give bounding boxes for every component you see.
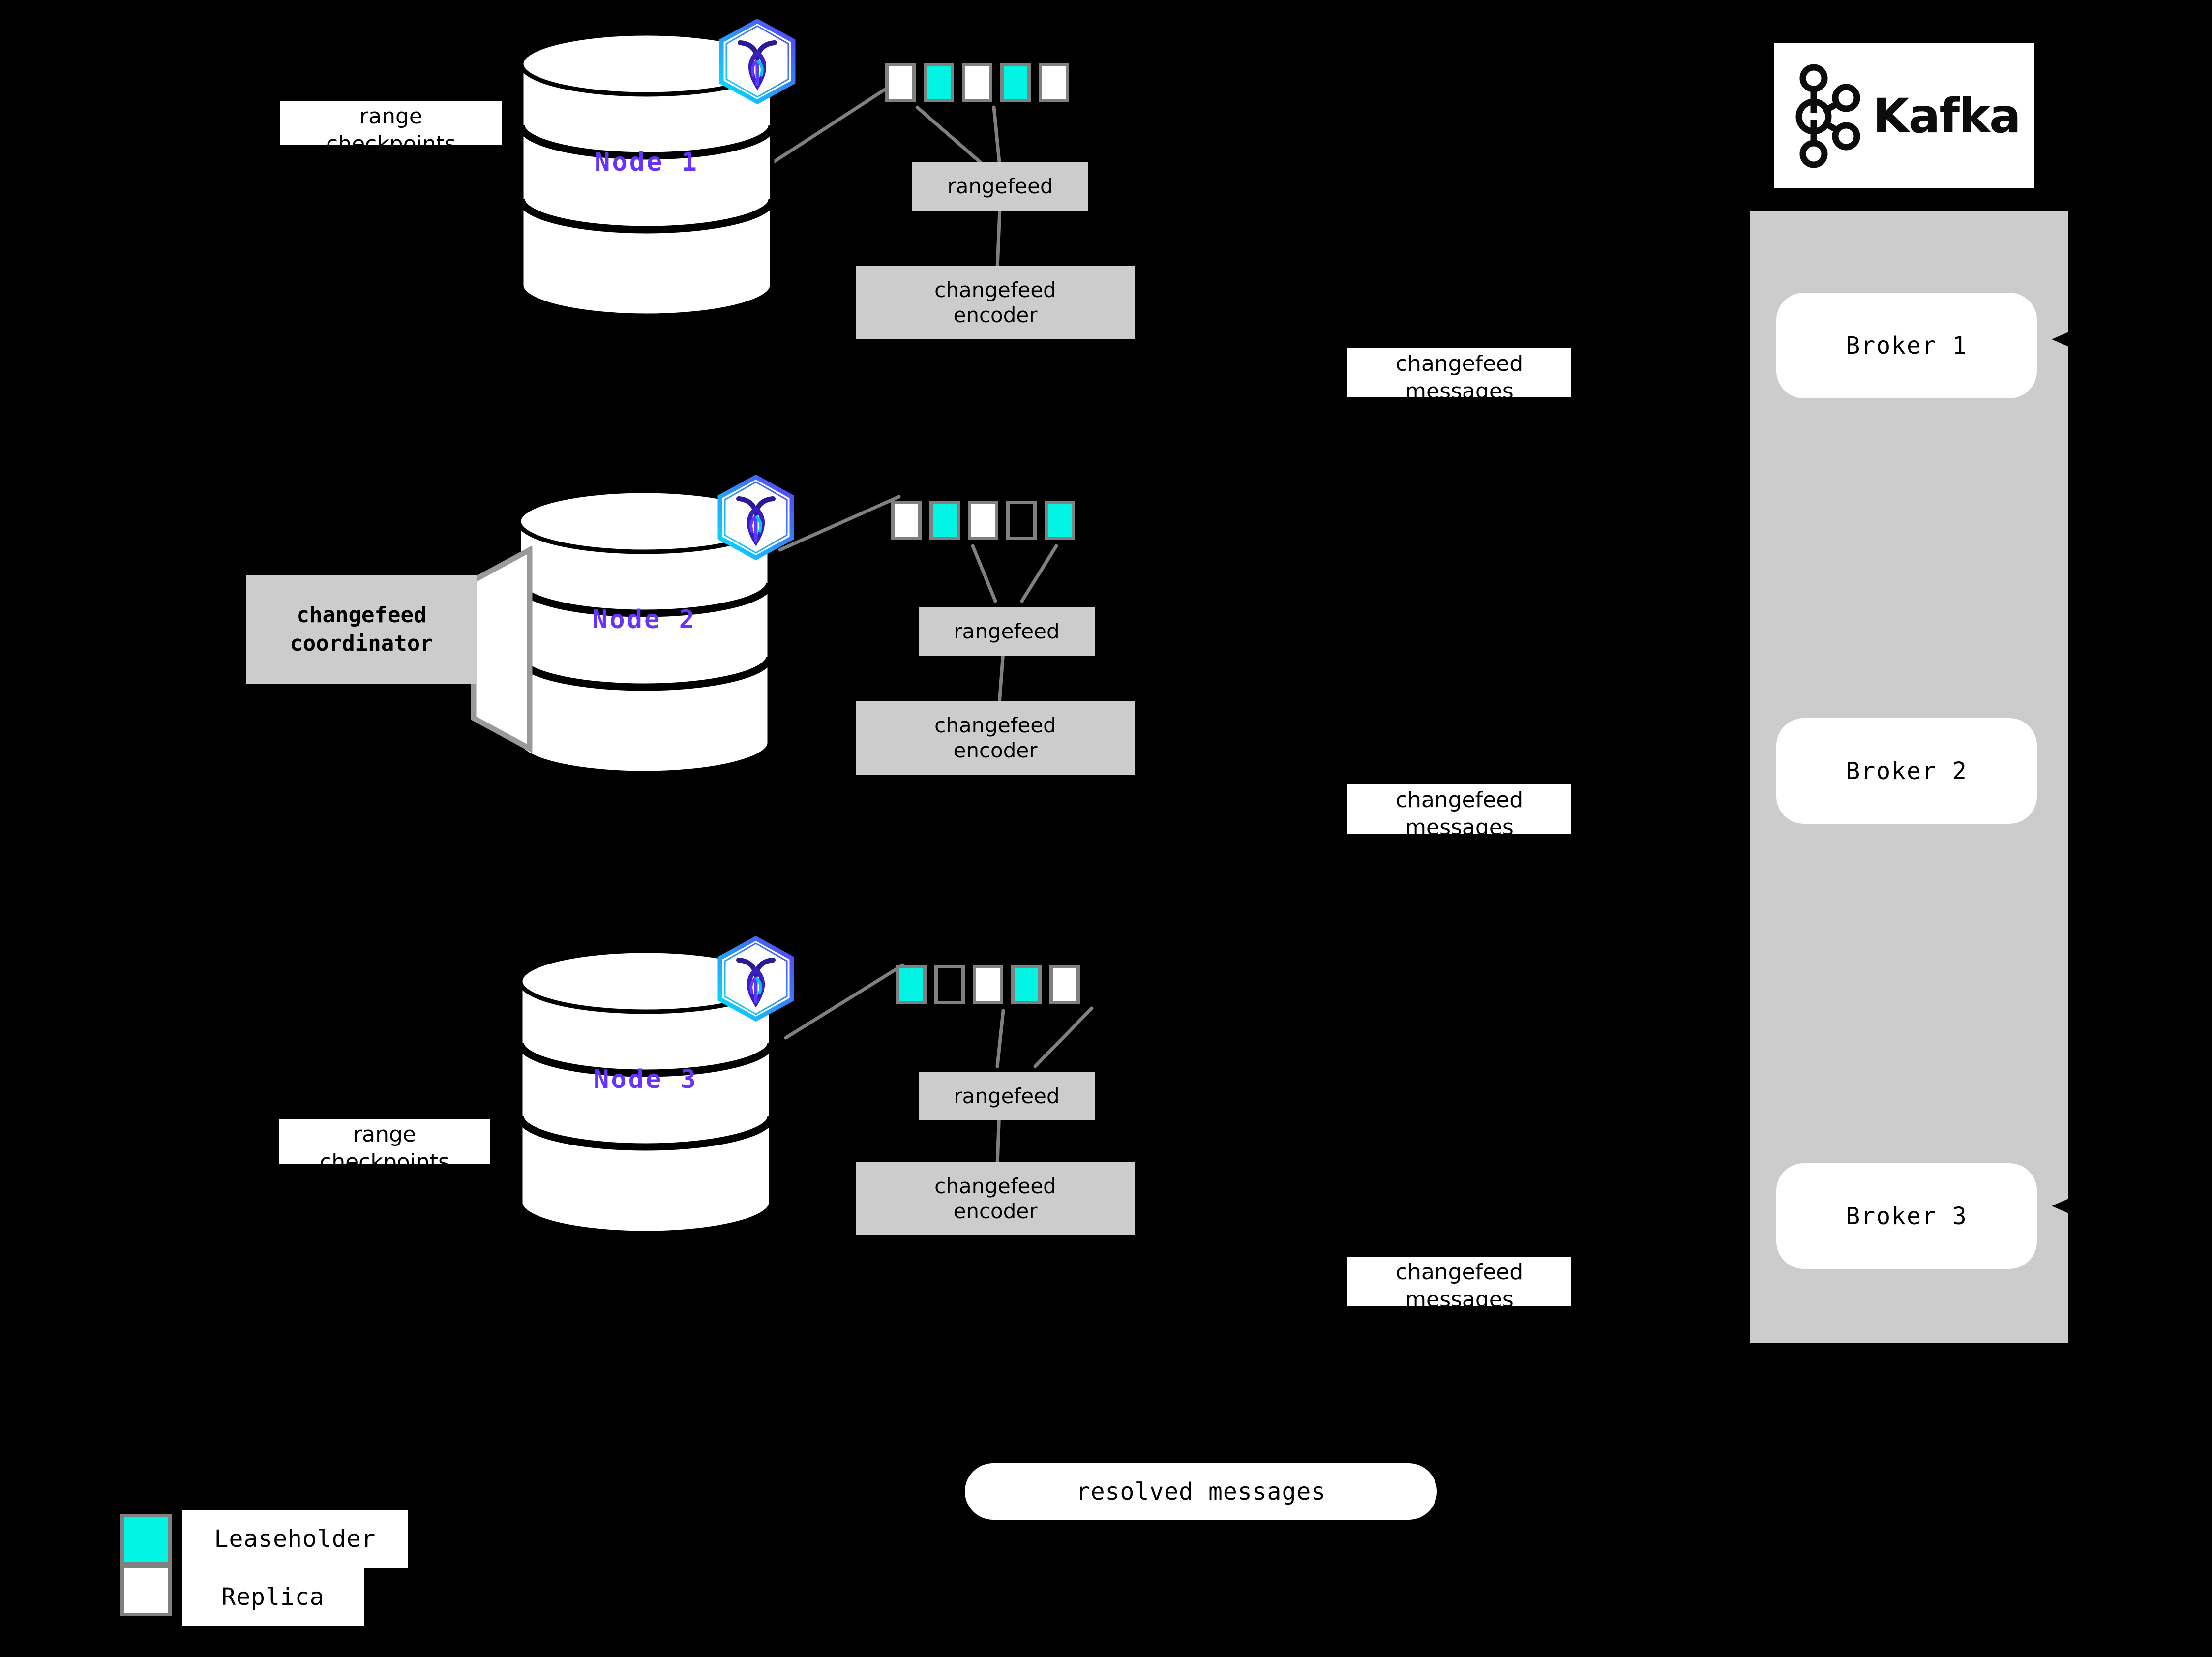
coordinator-pointer xyxy=(470,546,534,753)
node-3-range-checkpoints-label: range checkpoints xyxy=(279,1119,490,1175)
broker-2-box[interactable]: Broker 2 xyxy=(1776,718,2037,824)
cockroachdb-hexagon-icon xyxy=(714,934,798,1023)
kafka-logo: Kafka xyxy=(1774,43,2034,188)
changefeed-messages-label-1: changefeed messages xyxy=(1347,348,1571,404)
broker-3-box[interactable]: Broker 3 xyxy=(1776,1163,2037,1269)
legend-swatch-replica xyxy=(120,1565,172,1616)
range-box xyxy=(1000,63,1031,102)
range-box xyxy=(962,63,992,102)
broker-1-box[interactable]: Broker 1 xyxy=(1776,293,2037,398)
range-box xyxy=(1049,965,1080,1004)
broker-1-inbound-arrow-icon xyxy=(2052,329,2074,350)
node-2-range-row xyxy=(891,501,1075,540)
node-3-changefeed-encoder-box[interactable]: changefeed encoder xyxy=(856,1162,1135,1235)
range-box xyxy=(891,501,922,540)
node-2-cylinder: Node 2 xyxy=(514,487,775,782)
changefeed-messages-text: changefeed messages xyxy=(1395,351,1524,404)
range-box xyxy=(1045,501,1075,540)
changefeed-messages-label-2: changefeed messages xyxy=(1347,784,1571,840)
range-box xyxy=(934,965,965,1004)
legend-label-leaseholder: Leaseholder xyxy=(182,1510,408,1568)
range-box xyxy=(1011,965,1042,1004)
cockroachdb-hexagon-icon xyxy=(716,17,799,106)
kafka-brand-text: Kafka xyxy=(1873,88,2021,144)
broker-3-inbound-arrow-icon xyxy=(2052,1195,2074,1217)
changefeed-messages-label-3: changefeed messages xyxy=(1347,1257,1571,1312)
node-2-label: Node 2 xyxy=(592,605,696,634)
node-1-range-row xyxy=(885,63,1069,102)
node-1-range-checkpoints-label: range checkpoints xyxy=(280,101,502,156)
changefeed-messages-text: changefeed messages xyxy=(1395,787,1524,841)
range-box xyxy=(968,501,998,540)
legend-swatch-leaseholder xyxy=(120,1514,172,1565)
node-2-changefeed-encoder-box[interactable]: changefeed encoder xyxy=(856,701,1135,775)
range-box xyxy=(885,63,916,102)
range-box xyxy=(929,501,960,540)
node-3-label: Node 3 xyxy=(594,1065,698,1094)
range-box xyxy=(1039,63,1069,102)
node-3-range-checkpoints-text: range checkpoints xyxy=(320,1122,449,1175)
cockroachdb-hexagon-icon xyxy=(714,473,798,562)
node-2-rangefeed-box[interactable]: rangefeed xyxy=(919,607,1095,656)
range-box xyxy=(973,965,1003,1004)
resolved-messages-pill[interactable]: resolved messages xyxy=(965,1463,1437,1520)
node-1-cylinder: Node 1 xyxy=(516,30,777,325)
node-3-range-row xyxy=(896,965,1080,1004)
node-1-rangefeed-box[interactable]: rangefeed xyxy=(912,162,1088,211)
range-box xyxy=(924,63,954,102)
node-1-changefeed-encoder-box[interactable]: changefeed encoder xyxy=(856,266,1135,339)
range-box xyxy=(1006,501,1037,540)
range-box xyxy=(896,965,927,1004)
kafka-graph-icon xyxy=(1795,64,1860,168)
node-1-label: Node 1 xyxy=(595,148,699,177)
node-3-rangefeed-box[interactable]: rangefeed xyxy=(919,1072,1095,1120)
changefeed-messages-text: changefeed messages xyxy=(1395,1260,1524,1313)
changefeed-coordinator-box[interactable]: changefeed coordinator xyxy=(246,575,477,684)
node-1-range-checkpoints-text: range checkpoints xyxy=(326,104,456,157)
legend-label-replica: Replica xyxy=(182,1568,364,1626)
